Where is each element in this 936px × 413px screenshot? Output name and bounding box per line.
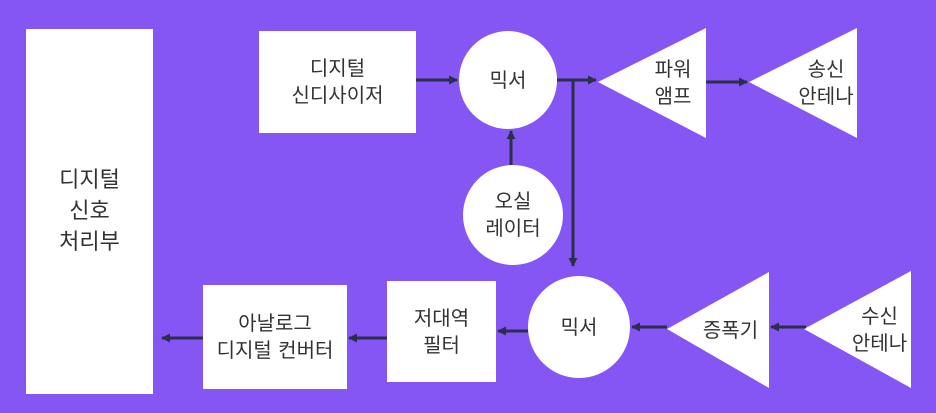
dsp-label: 디지털 신호 처리부 <box>59 168 120 255</box>
power-amp-triangle <box>598 28 706 138</box>
adc-box <box>203 285 347 389</box>
amplifier-triangle <box>667 272 769 388</box>
adc-label: 아날로그 디지털 컨버터 <box>216 311 334 362</box>
oscillator-label: 오실 레이터 <box>485 189 541 240</box>
lowpass-filter-box <box>387 281 496 382</box>
tx-antenna-triangle <box>749 28 857 138</box>
power-amp-label: 파워 앰프 <box>654 57 692 108</box>
mixer-tx-circle <box>459 31 557 129</box>
tx-antenna-label: 송신 안테나 <box>798 57 854 108</box>
dsp-box <box>26 29 153 394</box>
rx-antenna-triangle <box>804 271 911 388</box>
synthesizer-label: 디지털 신디사이저 <box>291 56 384 107</box>
mixer-tx-label: 믹서 <box>489 67 527 92</box>
synthesizer-box <box>259 31 416 133</box>
amplifier-label: 증폭기 <box>702 317 759 342</box>
lowpass-filter-label: 저대역 필터 <box>413 305 470 357</box>
mixer-rx-label: 믹서 <box>560 314 598 339</box>
mixer-rx-circle <box>528 276 630 378</box>
rx-antenna-label: 수신 안테나 <box>851 303 908 355</box>
oscillator-circle <box>463 165 563 265</box>
